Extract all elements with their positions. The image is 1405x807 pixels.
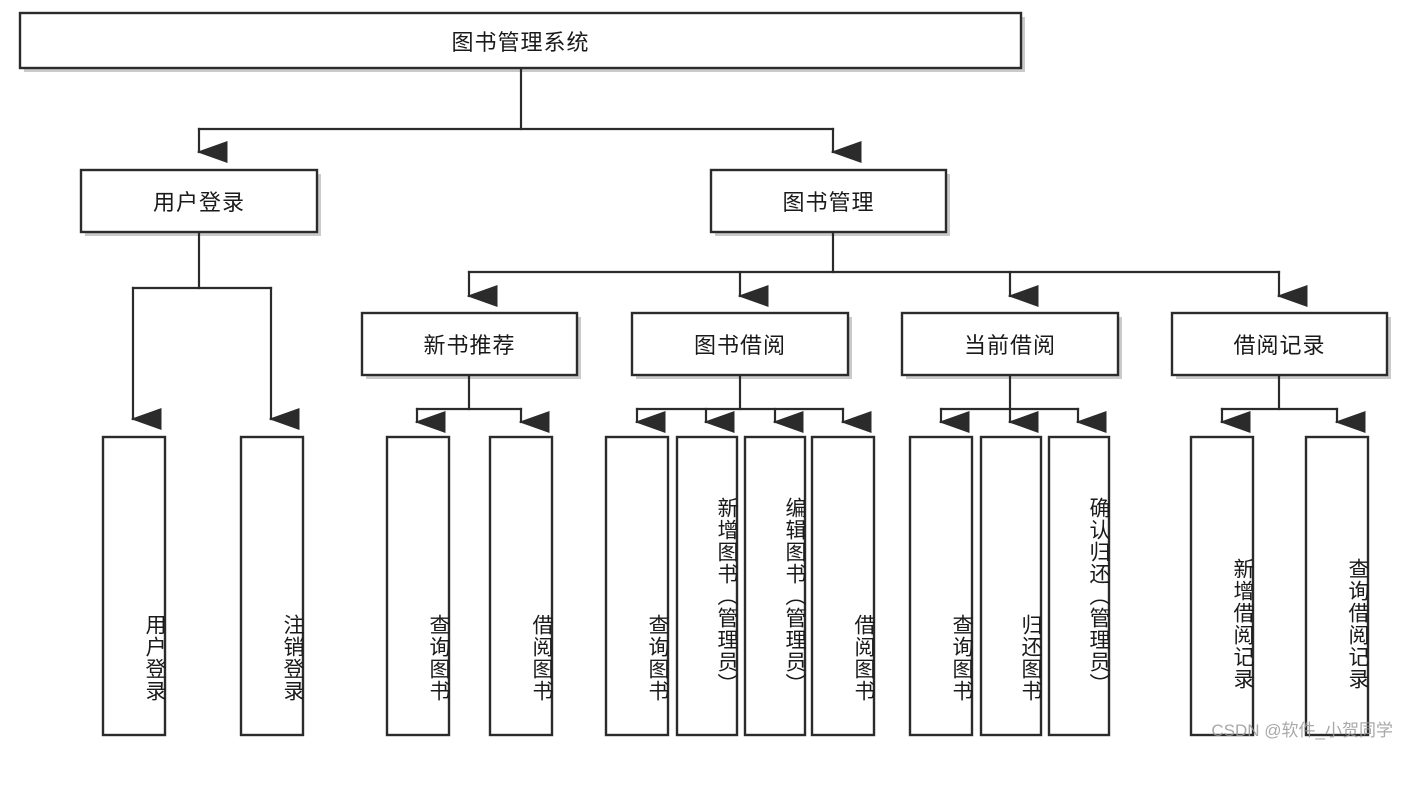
node-root-box[interactable] [18, 11, 1023, 70]
leaf-box-new-book-0[interactable] [385, 435, 451, 737]
leaf-box-current-borrow-0[interactable] [908, 435, 974, 737]
leaf-box-current-borrow-1[interactable] [979, 435, 1043, 737]
diagram-svg [18, 11, 1391, 737]
leaf-box-book-borrow-3[interactable] [810, 435, 876, 737]
leaf-box-borrow-records-0[interactable] [1189, 435, 1255, 737]
connector-bookmgmt-to-level3 [466, 230, 1308, 307]
leaf-box-book-borrow-2[interactable] [743, 435, 807, 737]
connector-borrow-to-leaves [634, 373, 872, 433]
leaf-box-user-login-1[interactable] [239, 435, 305, 737]
leaf-box-new-book-1[interactable] [488, 435, 554, 737]
connector-newbook-to-leaves [414, 373, 550, 433]
diagram-canvas: 图书管理系统 用户登录 图书管理 新书推荐 图书借阅 当前借阅 借阅记录 用户登… [18, 11, 1393, 740]
connector-records-to-leaves [1219, 373, 1366, 433]
leaf-box-current-borrow-2[interactable] [1047, 435, 1111, 737]
leaf-box-book-borrow-1[interactable] [675, 435, 739, 737]
node-current-borrow-box[interactable] [900, 311, 1120, 377]
connector-userlogin-to-leaves [130, 230, 300, 430]
leaf-box-borrow-records-1[interactable] [1304, 435, 1370, 737]
leaf-box-user-login-0[interactable] [101, 435, 167, 737]
node-new-book-recommend-box[interactable] [360, 311, 579, 377]
connector-root-to-level2 [196, 67, 862, 163]
node-book-borrow-box[interactable] [630, 311, 850, 377]
node-user-login-box[interactable] [79, 168, 319, 234]
node-book-management-box[interactable] [709, 168, 948, 234]
connector-current-to-leaves [938, 373, 1107, 433]
leaf-box-book-borrow-0[interactable] [604, 435, 670, 737]
node-borrow-records-box[interactable] [1170, 311, 1389, 377]
